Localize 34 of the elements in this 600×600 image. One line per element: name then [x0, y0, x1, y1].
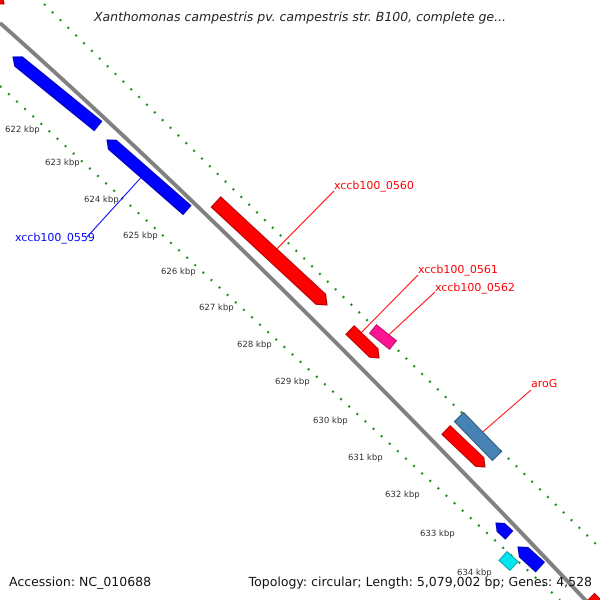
gene-block: [368, 324, 398, 350]
tick-label: 625 kbp: [123, 231, 158, 241]
gene-block: [498, 550, 519, 572]
gene-label: xccb100_0561: [418, 263, 498, 276]
accession-text: Accession: NC_010688: [9, 574, 152, 590]
leader-line: [360, 274, 418, 334]
tick-label: 626 kbp: [161, 267, 196, 277]
gene-label: aroG: [531, 377, 558, 390]
tick-label: 630 kbp: [313, 416, 348, 426]
gene-label: xccb100_0562: [435, 281, 515, 294]
gene-block: [517, 546, 546, 573]
tick-label: 628 kbp: [237, 340, 272, 350]
title: Xanthomonas campestris pv. campestris str. B100, complete ge...: [92, 9, 508, 24]
gene-block: [454, 412, 502, 462]
tick-label: 627 kbp: [199, 303, 234, 313]
tick-label: 622 kbp: [5, 125, 40, 135]
gene-block: [586, 592, 600, 600]
tick-label: 634 kbp: [457, 568, 492, 578]
tick-label: 631 kbp: [348, 453, 383, 463]
tick-label: 623 kbp: [45, 158, 80, 168]
gene-block: [495, 522, 514, 540]
gene-block: [0, 0, 5, 5]
tick-label: 632 kbp: [385, 490, 420, 500]
tick-label: 629 kbp: [275, 377, 310, 387]
gene-block: [345, 324, 380, 359]
leader-line: [276, 190, 334, 250]
tick-label: 624 kbp: [84, 195, 119, 205]
leader-line: [482, 390, 532, 432]
gene-label: xccb100_0560: [334, 179, 414, 192]
gene-label: xccb100_0559: [15, 231, 95, 244]
leader-line: [388, 292, 436, 336]
tick-label: 633 kbp: [420, 529, 455, 539]
leader-line: [86, 177, 142, 238]
gene-block: [441, 424, 486, 468]
